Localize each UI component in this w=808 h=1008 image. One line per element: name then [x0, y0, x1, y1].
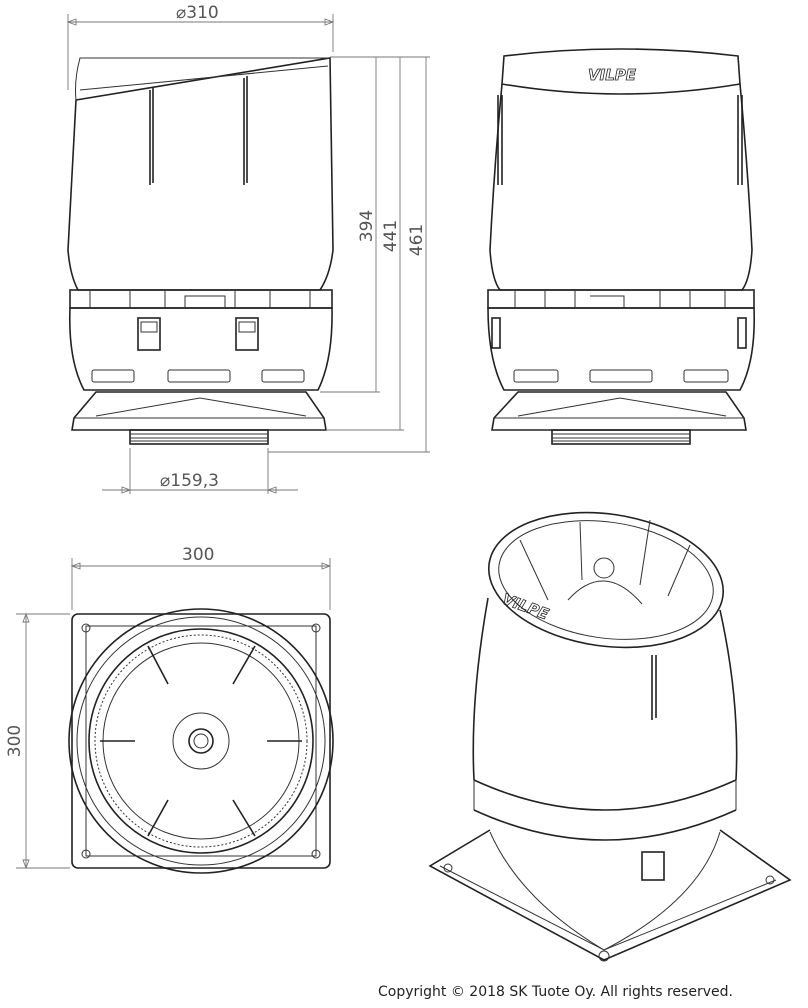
- pipe-diameter-label: ⌀159,3: [160, 471, 219, 491]
- top-view: [68, 608, 334, 874]
- front-view: [67, 57, 334, 445]
- width-300-label: 300: [182, 545, 214, 565]
- dim-pipe-diameter: ⌀159,3: [102, 448, 298, 494]
- dim-top-view: 300 300: [5, 545, 332, 870]
- top-diameter-label: ⌀310: [176, 3, 219, 23]
- height-461-label: 461: [407, 224, 427, 256]
- side-view: VILPE: [487, 48, 756, 445]
- dim-top-diameter: ⌀310: [66, 3, 335, 90]
- vilpe-logo-iso: VILPE: [500, 590, 552, 624]
- height-441-label: 441: [381, 220, 401, 252]
- isometric-view: VILPE: [428, 511, 792, 962]
- height-394-label: 394: [357, 210, 377, 242]
- depth-300-label: 300: [5, 725, 25, 757]
- vilpe-logo-side: VILPE: [588, 66, 637, 84]
- dim-heights: 394 441 461: [268, 56, 430, 453]
- copyright-notice: Copyright © 2018 SK Tuote Oy. All rights…: [378, 984, 733, 1000]
